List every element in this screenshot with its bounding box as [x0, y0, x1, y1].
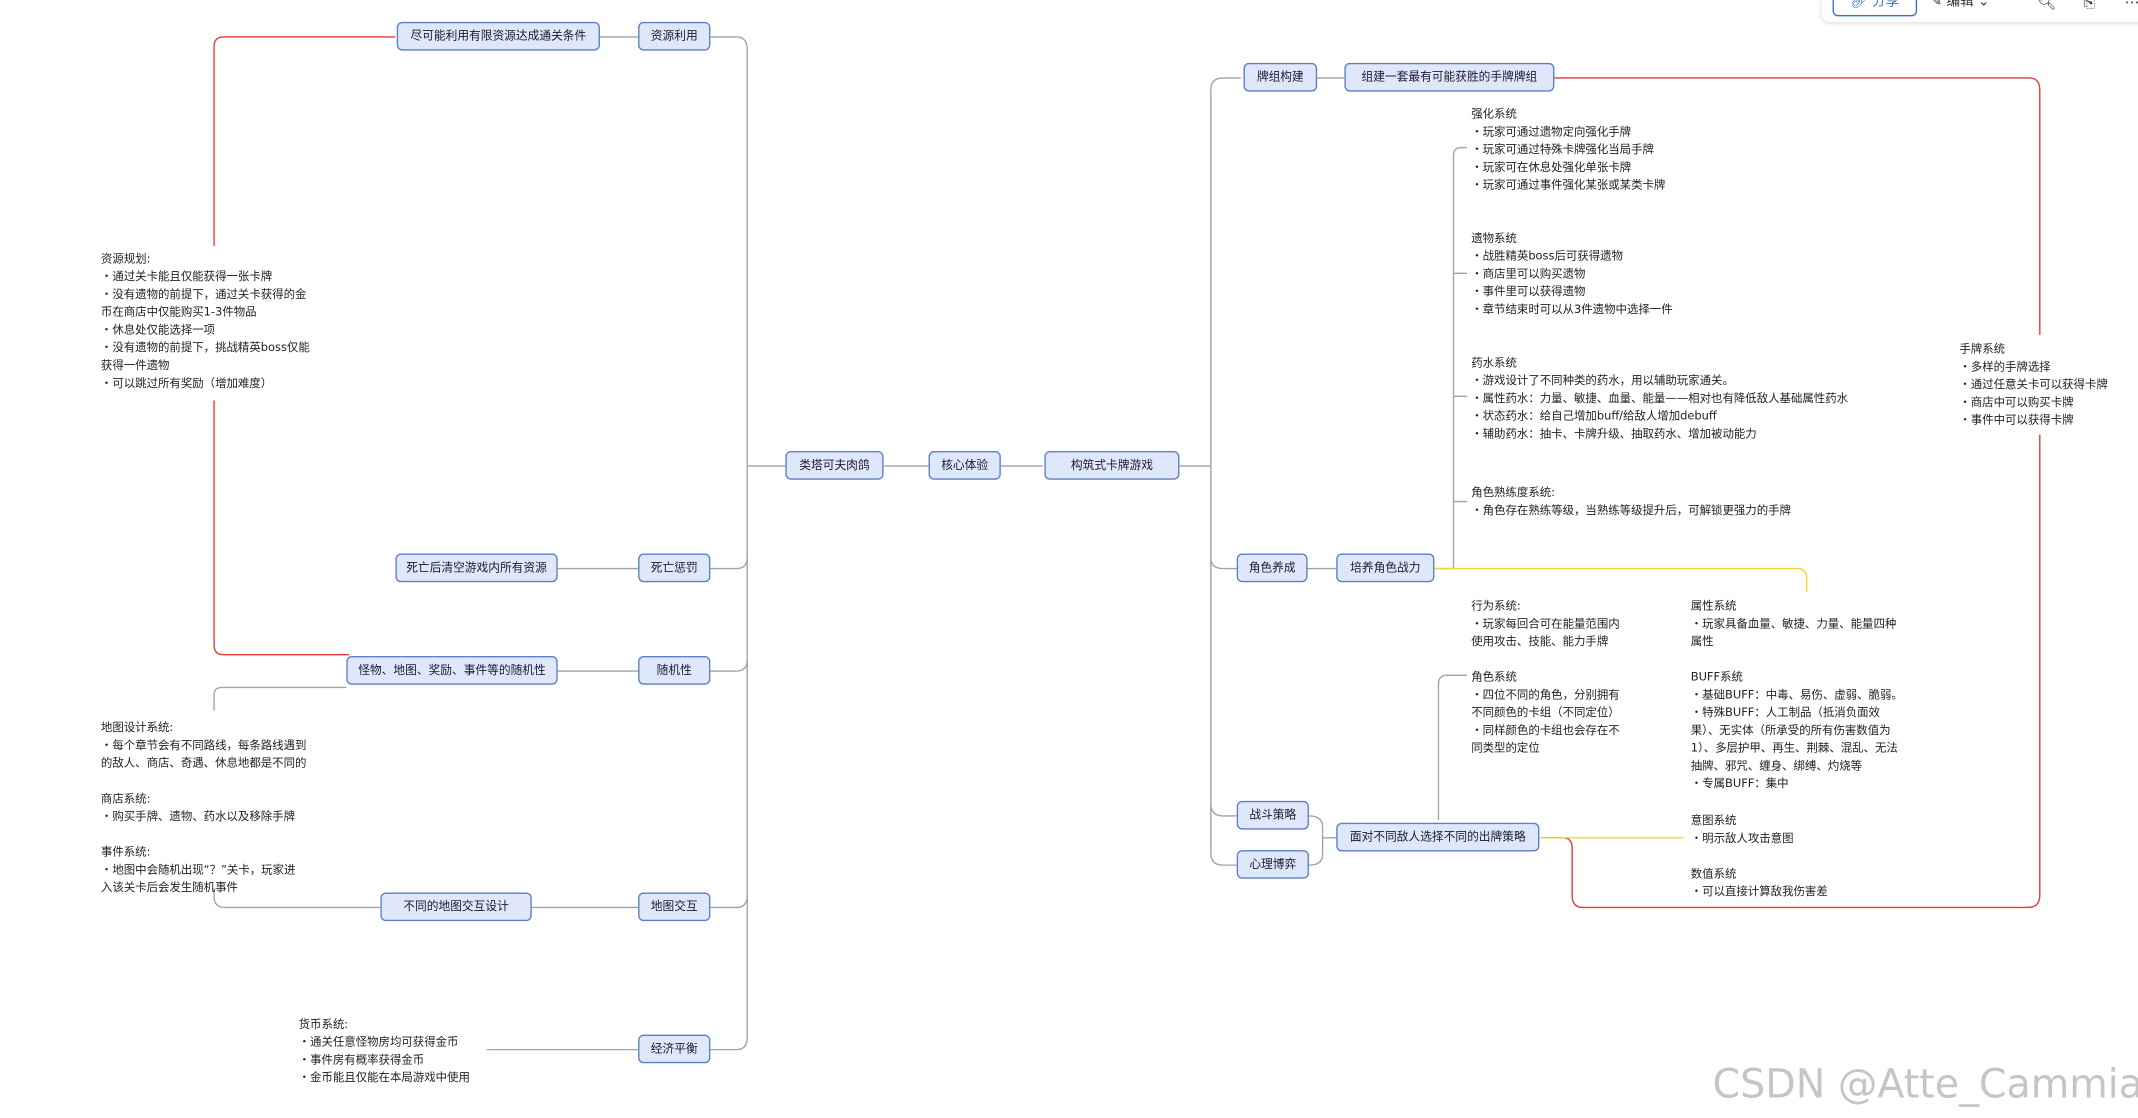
red-link [213, 400, 350, 656]
resource-detail-node[interactable]: 尽可能利用有限资源达成通关条件 [396, 21, 600, 51]
behavior-note: 行为系统:・玩家每回合可在能量范围内使用攻击、技能、能力手牌 [1471, 598, 1620, 648]
random-node[interactable]: 随机性 [638, 656, 711, 685]
strategy-node[interactable]: 面对不同敌人选择不同的出牌策略 [1336, 822, 1540, 852]
potion-note: 药水系统・游戏设计了不同种类的药水，用以辅助玩家通关。・属性药水：力量、敏捷、血… [1471, 355, 1849, 441]
more-icon[interactable]: ⋯ [2124, 0, 2138, 11]
deck-node[interactable]: 牌组构建 [1243, 62, 1318, 92]
yellow-link [1434, 567, 1808, 592]
top-toolbar: 🔗︎ 分享 ✎ 编辑 ⌄ 🔍︎ ⎘ ⋯ [1821, 0, 2138, 22]
relic-note: 遗物系统・战胜精英boss后可获得遗物・商店里可以购买遗物・事件里可以获得遗物・… [1471, 230, 1673, 316]
red-link [213, 36, 396, 247]
connector [710, 36, 786, 1051]
core-node[interactable]: 核心体验 [928, 451, 1001, 480]
map-detail-node[interactable]: 不同的地图交互设计 [380, 892, 532, 922]
left-hub-node[interactable]: 类塔可夫肉鸽 [785, 451, 884, 480]
proficiency-note: 角色熟练度系统:・角色存在熟练等级，当熟练等级提升后，可解锁更强力的手牌 [1471, 485, 1791, 517]
deck-detail-node[interactable]: 组建一套最有可能获胜的手牌牌组 [1344, 62, 1555, 92]
combat-node[interactable]: 战斗策略 [1236, 800, 1309, 830]
resource-node[interactable]: 资源利用 [638, 21, 711, 51]
search-icon[interactable]: 🔍︎ [2037, 0, 2057, 11]
red-link [1554, 77, 2041, 335]
map-systems-note: 地图设计系统:・每个章节会有不同路线，每条路线遇到的敌人、商店、奇遇、休息地都是… [100, 720, 307, 894]
numeric-note: 数值系统・可以直接计算敌我伤害差 [1690, 866, 1828, 898]
enhance-note: 强化系统・玩家可通过遗物定向强化手牌・玩家可通过特殊卡牌强化当局手牌・玩家可在休… [1471, 106, 1666, 192]
intent-note: 意图系统・明示敌人攻击意图 [1690, 813, 1794, 845]
hand-note: 手牌系统・多样的手牌选择・通过任意关卡可以获得卡牌・商店中可以购买卡牌・事件中可… [1959, 341, 2108, 427]
buff-note: BUFF系统・基础BUFF：中毒、易伤、虚弱、脆弱。・特殊BUFF：人工制品（抵… [1690, 669, 1903, 790]
character-note: 角色系统・四位不同的角色，分别拥有不同颜色的卡组（不同定位）・同样颜色的卡组也会… [1471, 669, 1620, 755]
death-node[interactable]: 死亡惩罚 [638, 553, 711, 583]
link-icon: 🔗︎ [1850, 0, 1868, 10]
root-node[interactable]: 构筑式卡牌游戏 [1044, 451, 1180, 480]
death-detail-node[interactable]: 死亡后清空游戏内所有资源 [395, 553, 558, 583]
map-node[interactable]: 地图交互 [638, 892, 711, 922]
share-button[interactable]: 🔗︎ 分享 [1832, 0, 1918, 17]
growth-node[interactable]: 角色养成 [1236, 553, 1308, 583]
attribute-note: 属性系统・玩家具备血量、敏捷、力量、能量四种属性 [1690, 598, 1897, 648]
resource-plan-note: 资源规划:・通过关卡能且仅能获得一张卡牌・没有遗物的前提下，通过关卡获得的金币在… [100, 251, 310, 390]
edit-button[interactable]: ✎ 编辑 ⌄ [1931, 0, 1990, 15]
currency-note: 货币系统:・通关任意怪物房均可获得金币・事件房有概率获得金币・金币能且仅能在本局… [298, 1016, 470, 1084]
copy-icon[interactable]: ⎘ [2083, 0, 2096, 11]
growth-detail-node[interactable]: 培养角色战力 [1336, 553, 1435, 583]
red-link [1540, 434, 2041, 909]
watermark: CSDN @Atte_Cammian [1712, 1060, 2138, 1108]
economy-node[interactable]: 经济平衡 [638, 1034, 711, 1064]
chevron-down-icon: ⌄ [1978, 0, 1990, 10]
mind-node[interactable]: 心理博弈 [1236, 850, 1309, 879]
pen-icon: ✎ [1930, 0, 1943, 10]
random-detail-node[interactable]: 怪物、地图、奖励、事件等的随机性 [346, 656, 558, 685]
